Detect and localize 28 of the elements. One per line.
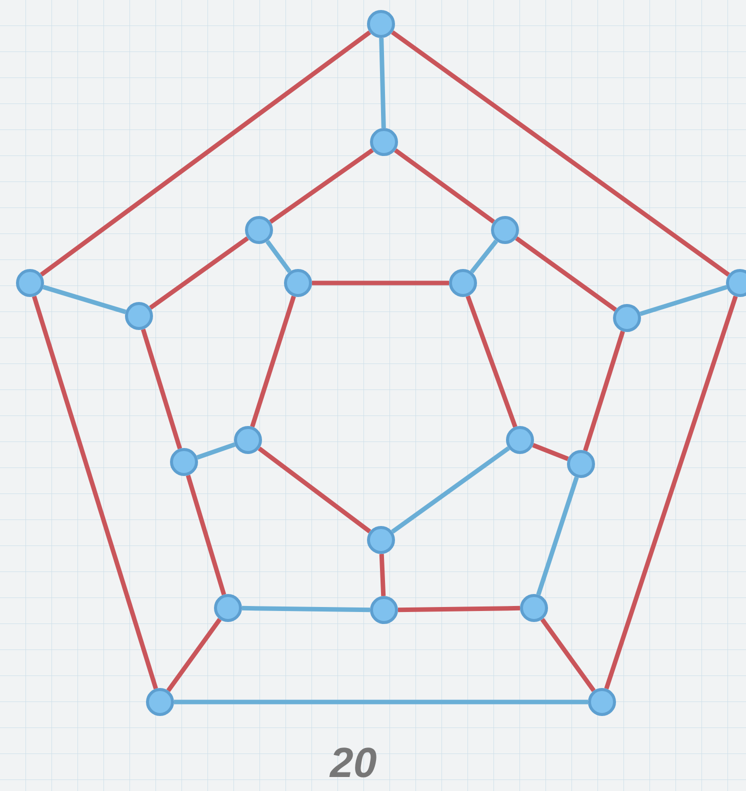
count-label: 20 <box>330 742 377 784</box>
edge-line <box>379 554 386 596</box>
edge-line <box>379 38 386 128</box>
edge-line <box>250 296 296 428</box>
edge-line <box>640 285 728 316</box>
edge-line <box>42 284 126 314</box>
edge-line <box>394 148 495 224</box>
edge-line <box>398 606 520 612</box>
edge-line <box>391 30 730 277</box>
edge-line <box>515 236 617 312</box>
edge-line <box>470 240 498 274</box>
edge-line <box>269 148 374 224</box>
edge-line <box>258 446 372 534</box>
edge-line <box>32 296 158 690</box>
edge-line <box>149 236 249 310</box>
edge-line <box>140 328 182 450</box>
edge-line <box>466 295 518 428</box>
edge-line <box>391 446 510 534</box>
edge-line <box>536 476 579 596</box>
edge-line <box>186 474 226 596</box>
edge-line <box>532 443 569 461</box>
edge-line <box>312 280 449 286</box>
edge-line <box>604 296 738 690</box>
edge-line <box>174 700 588 704</box>
edge-line <box>583 330 625 452</box>
edge-line <box>40 30 372 276</box>
edge-line <box>196 442 236 460</box>
edge-line <box>242 606 370 612</box>
